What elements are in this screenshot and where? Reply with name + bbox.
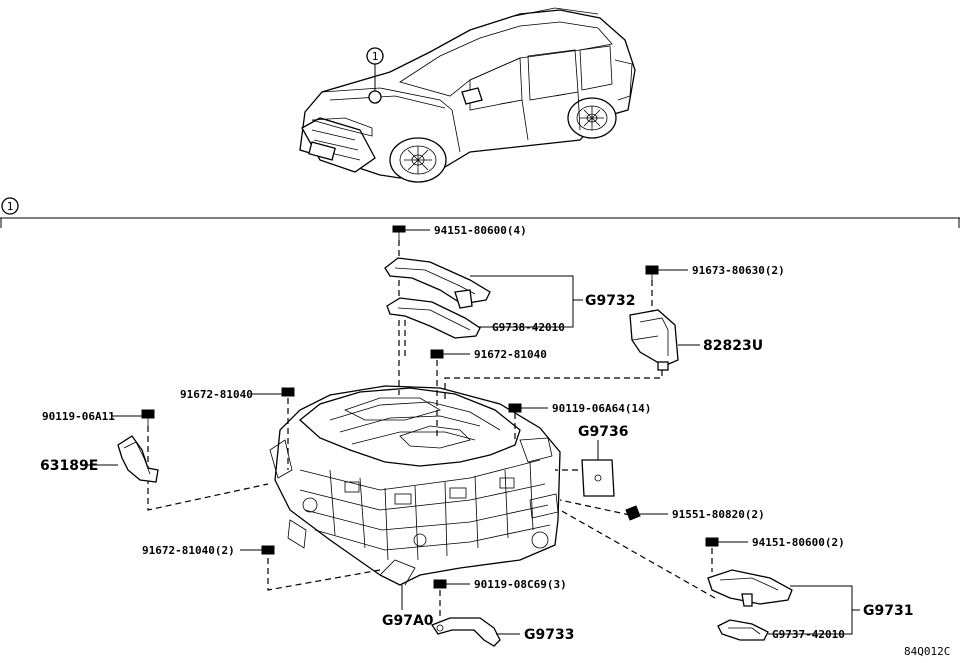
label-g9738-42010: G9738-42010 [492,321,565,334]
plate-g9736 [581,459,615,497]
label-g9731: G9731 [863,603,913,619]
inverter-assembly [269,385,561,586]
ref-marker: 1 [372,50,379,63]
label-g9737-42010: G9737-42010 [772,628,845,641]
label-90119-06a11: 90119-06A11 [42,410,115,423]
part-labels: 94151-80600(4) G9732 G9738-42010 91673-8… [40,224,950,658]
label-82823u: 82823U [703,338,763,354]
gasket-g9732 [384,225,491,339]
label-63189e: 63189E [40,458,98,474]
label-91672-81040-2: 91672-81040(2) [142,544,235,557]
label-91672-81040-left: 91672-81040 [180,388,253,401]
label-90119-06a64-14: 90119-06A64(14) [552,402,651,415]
bolt-icons [261,349,641,555]
section-bracket: 1 [0,197,960,228]
label-g9732: G9732 [585,293,635,309]
label-90119-08c69-3: 90119-08C69(3) [474,578,567,591]
label-91673-80630-2: 91673-80630(2) [692,264,785,277]
assembly-guide-lines [147,240,716,620]
callout-lines [85,229,860,635]
section-marker: 1 [7,200,14,213]
drawing-code: 84Q012C [904,645,950,658]
bracket-82823u [629,265,679,371]
label-91672-81040-top: 91672-81040 [474,348,547,361]
label-g97a0: G97A0 [382,613,434,629]
label-94151-80600-2: 94151-80600(2) [752,536,845,549]
vehicle-illustration: 1 [299,7,636,183]
label-g9736: G9736 [578,424,628,440]
gasket-g9731 [705,537,793,641]
label-91551-80820-2: 91551-80820(2) [672,508,765,521]
bracket-63189e [117,409,159,483]
pipe-g9733 [431,579,501,647]
label-94151-80600-4: 94151-80600(4) [434,224,527,237]
label-g9733: G9733 [524,627,574,643]
